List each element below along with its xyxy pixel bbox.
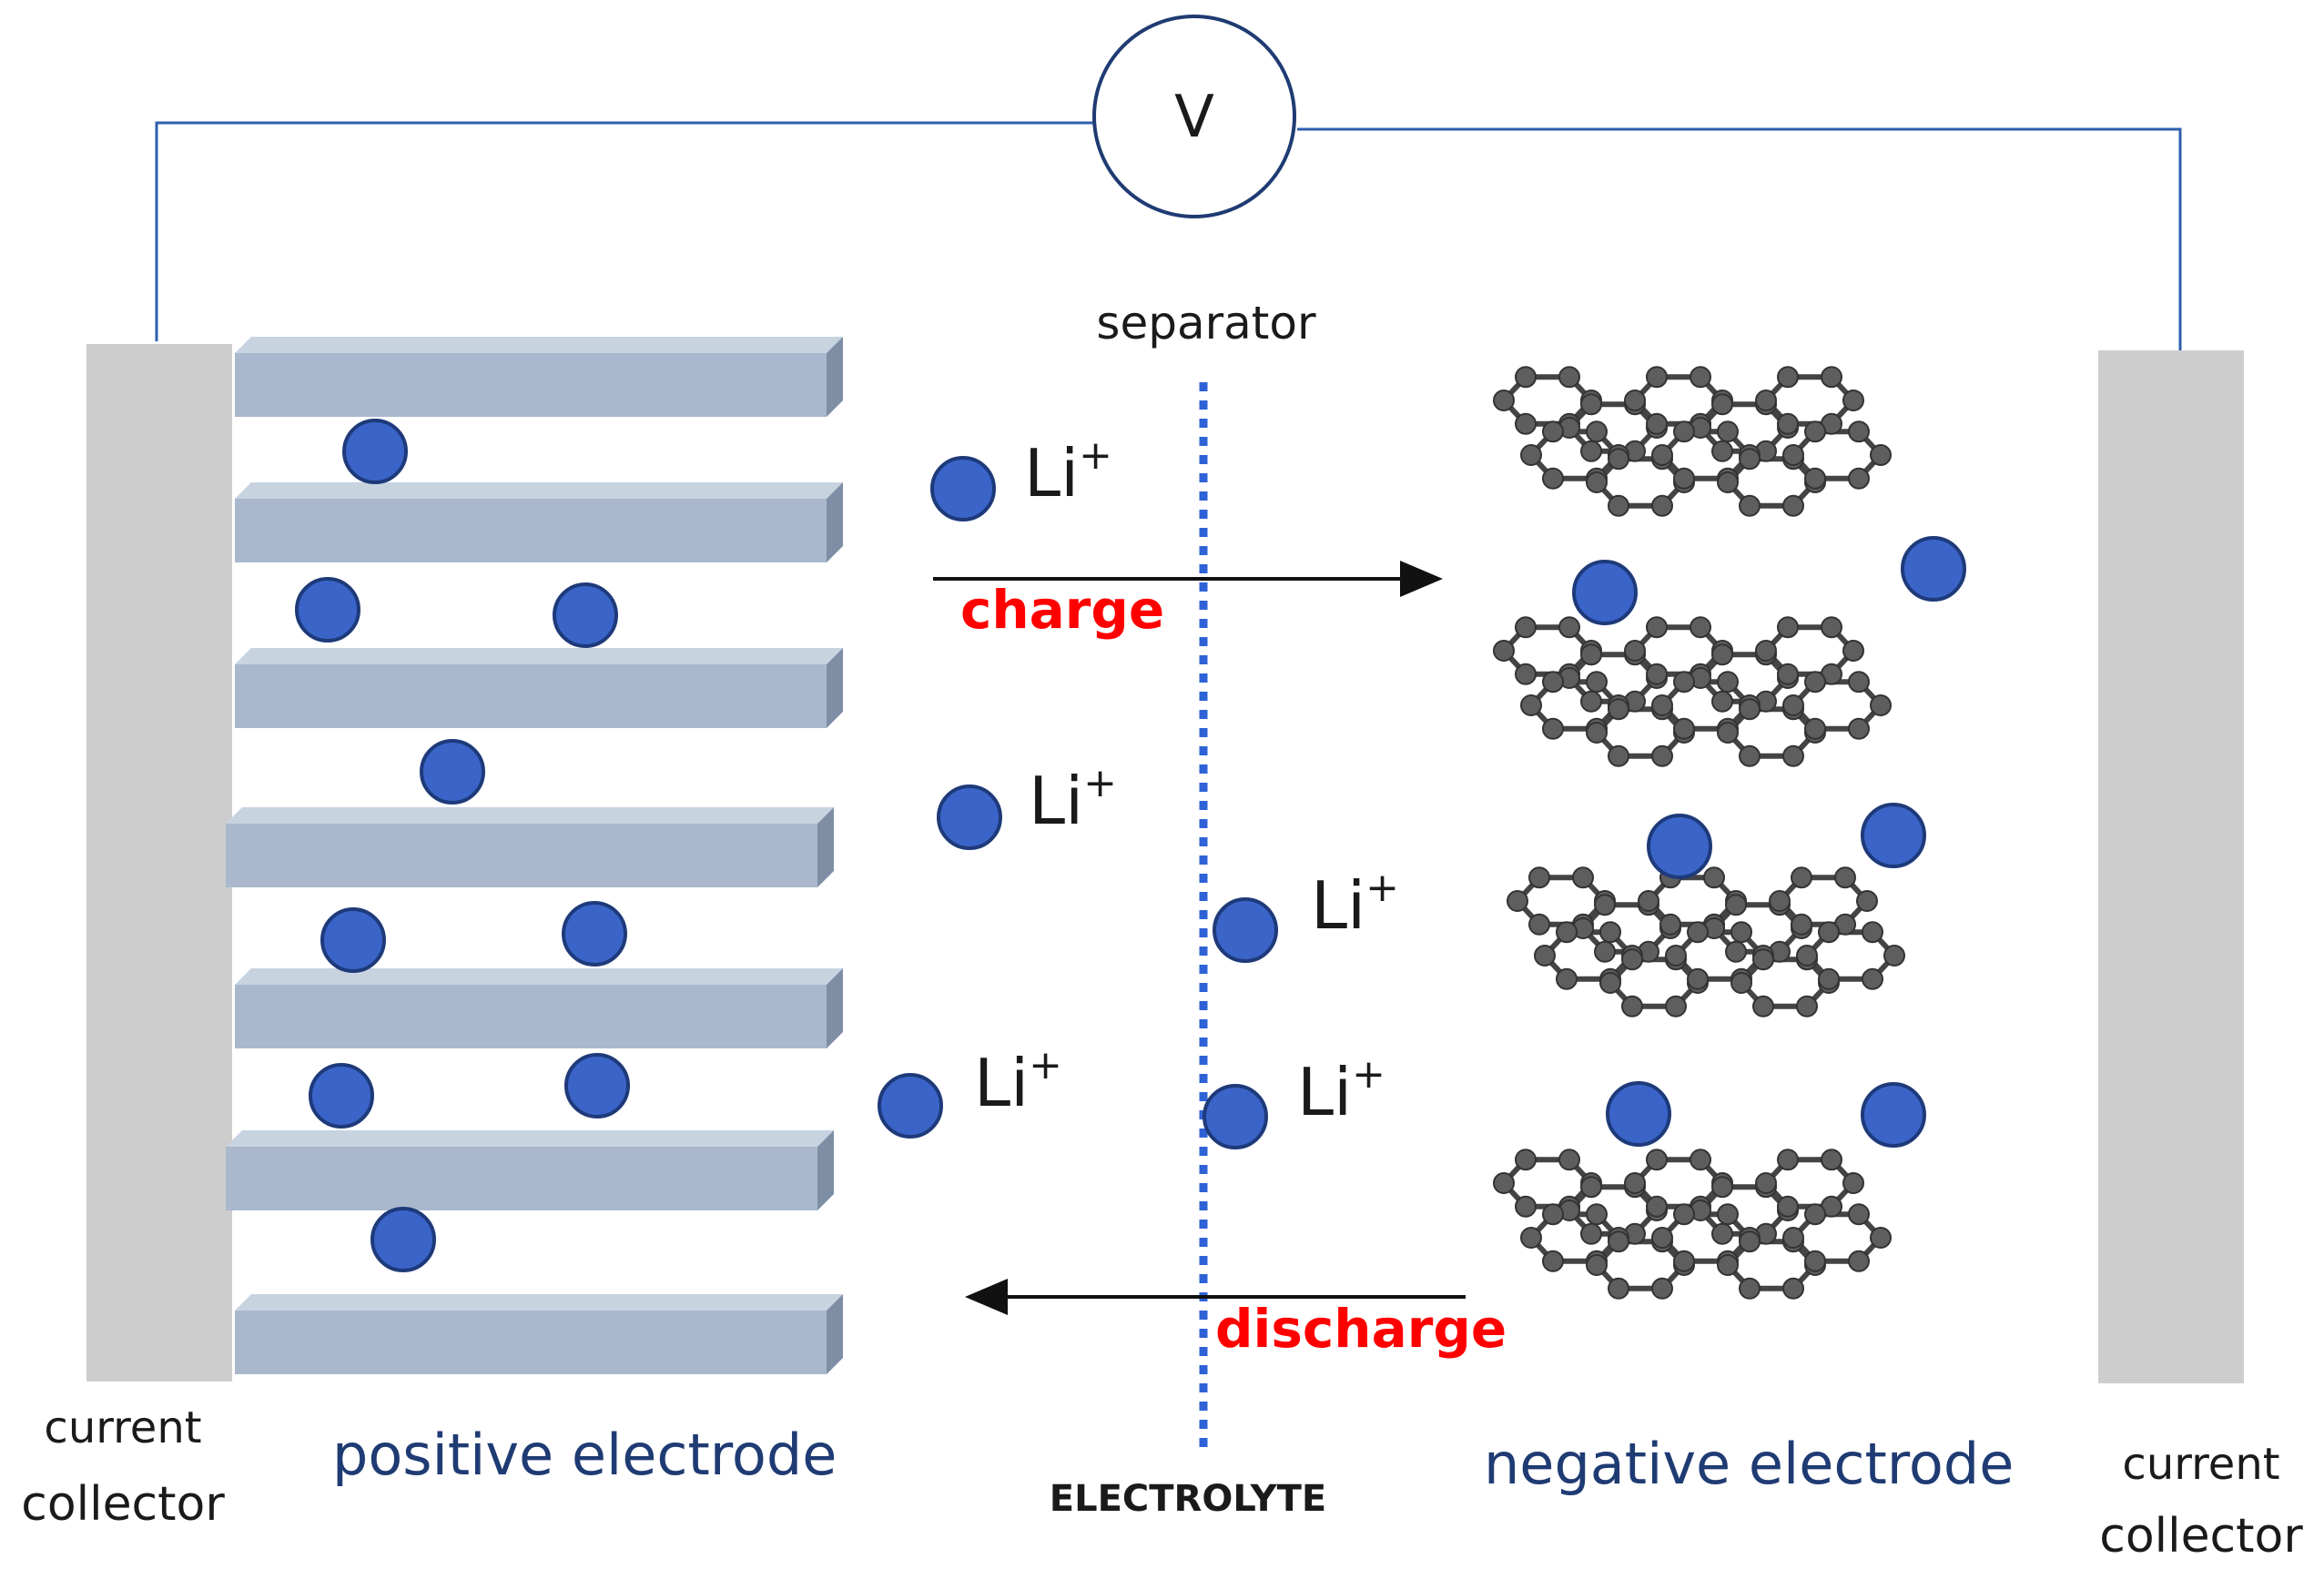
li-ion-label: Li+ <box>1024 432 1112 511</box>
charge-arrow-head <box>1400 561 1443 597</box>
lithium-ion <box>564 1053 630 1119</box>
electrode-plate <box>226 807 834 887</box>
lithium-ion <box>320 907 386 973</box>
electrode-plate <box>235 968 843 1048</box>
positive-electrode-plates <box>226 337 843 1374</box>
lithium-ion <box>370 1207 436 1272</box>
li-ion-label: Li+ <box>1311 865 1399 944</box>
current-collector-right-line1: current <box>2122 1439 2279 1490</box>
electrode-plate <box>235 482 843 562</box>
circuit-wire <box>155 121 1106 341</box>
current-collector-left <box>86 344 232 1382</box>
lithium-ion <box>1861 1082 1926 1148</box>
charge-label: charge <box>960 579 1164 641</box>
electrode-plate <box>226 1130 834 1210</box>
negative-electrode-label: negative electrode <box>1484 1431 2014 1497</box>
electrode-plate <box>235 648 843 728</box>
lithium-ion <box>342 419 408 484</box>
electrolyte-label: ELECTROLYTE <box>1050 1478 1326 1520</box>
current-collector-left-line1: current <box>44 1402 201 1453</box>
lithium-ion <box>295 577 360 643</box>
lithium-ion <box>1572 560 1638 625</box>
li-ion-label: Li+ <box>1297 1051 1385 1130</box>
graphene-layer <box>1493 616 1892 767</box>
current-collector-right-line2: collector <box>2099 1509 2303 1564</box>
current-collector-right <box>2098 350 2244 1383</box>
lithium-ion <box>930 456 996 521</box>
separator-label: separator <box>1096 297 1316 349</box>
graphene-layer <box>1493 1149 1892 1300</box>
lithium-ion <box>562 901 627 967</box>
electrode-plate <box>235 337 843 417</box>
lithium-ion <box>553 582 618 648</box>
discharge-label: discharge <box>1215 1298 1507 1360</box>
electrode-plate <box>235 1294 843 1374</box>
lithium-ion <box>1203 1084 1268 1149</box>
lithium-ion <box>309 1063 374 1129</box>
positive-electrode-label: positive electrode <box>332 1422 837 1488</box>
discharge-arrow-head <box>965 1279 1008 1315</box>
lithium-ion <box>878 1073 943 1139</box>
voltmeter-label: V <box>1174 84 1214 151</box>
lithium-ion <box>1901 536 1966 602</box>
lithium-ion <box>1606 1081 1671 1147</box>
li-labels: Li+ Li+ Li+ Li+ Li+ <box>974 432 1399 1130</box>
current-collector-left-line2: collector <box>21 1477 225 1532</box>
lithium-ion <box>937 784 1002 850</box>
li-ion-label: Li+ <box>974 1042 1062 1121</box>
li-ion-label: Li+ <box>1029 760 1117 839</box>
lithium-ion <box>1213 897 1278 963</box>
lithium-ion <box>1647 814 1712 879</box>
graphene-layer <box>1493 366 1892 517</box>
lithium-ion <box>1861 803 1926 868</box>
graphene-layer <box>1507 866 1905 1017</box>
lithium-ions <box>295 419 1966 1272</box>
voltmeter-circle <box>1092 15 1296 218</box>
circuit-wire-right <box>1297 127 2182 355</box>
lithium-ion <box>420 739 485 805</box>
